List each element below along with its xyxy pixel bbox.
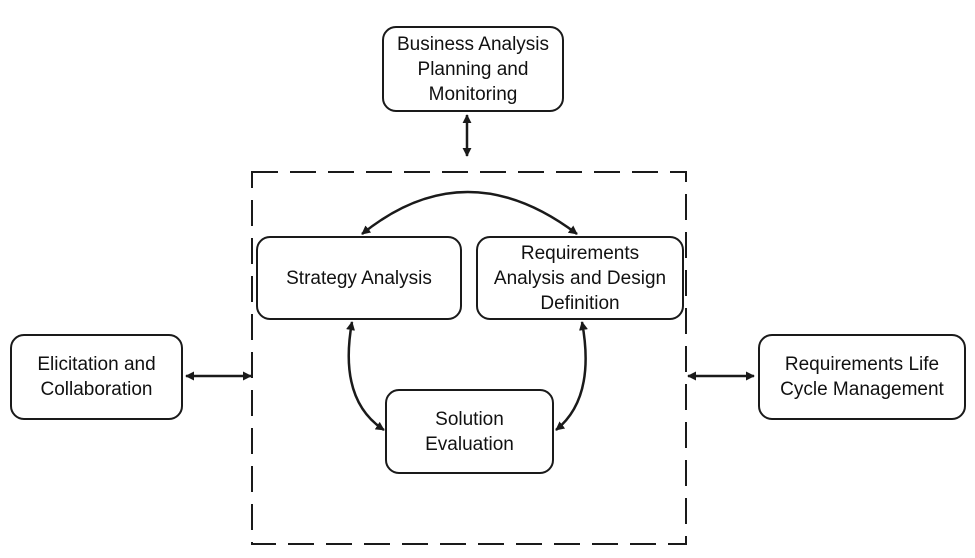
requirements-analysis-design-label: Requirements Analysis and Design Definit… bbox=[493, 242, 667, 314]
elicitation-collaboration-node: Elicitation and Collaboration bbox=[10, 334, 183, 420]
requirements-lifecycle-label: Requirements Life Cycle Management bbox=[780, 354, 944, 400]
strategy-radd-arc-arrow bbox=[361, 190, 578, 235]
radd-solution-arc-arrow bbox=[555, 321, 588, 431]
strategy-analysis-label: Strategy Analysis bbox=[286, 267, 432, 289]
strategy-analysis-node: Strategy Analysis bbox=[256, 236, 462, 320]
requirements-lifecycle-node: Requirements Life Cycle Management bbox=[758, 334, 966, 420]
requirements-analysis-design-node: Requirements Analysis and Design Definit… bbox=[476, 236, 684, 320]
planning-monitoring-label: Business Analysis Planning and Monitorin… bbox=[396, 33, 550, 105]
planning-monitoring-node: Business Analysis Planning and Monitorin… bbox=[382, 26, 564, 112]
dashed-container bbox=[251, 171, 687, 545]
elicitation-collaboration-label: Elicitation and Collaboration bbox=[37, 354, 156, 400]
solution-evaluation-node: Solution Evaluation bbox=[385, 389, 554, 474]
strategy-solution-arc-arrow bbox=[346, 321, 385, 432]
solution-evaluation-label: Solution Evaluation bbox=[425, 408, 514, 455]
